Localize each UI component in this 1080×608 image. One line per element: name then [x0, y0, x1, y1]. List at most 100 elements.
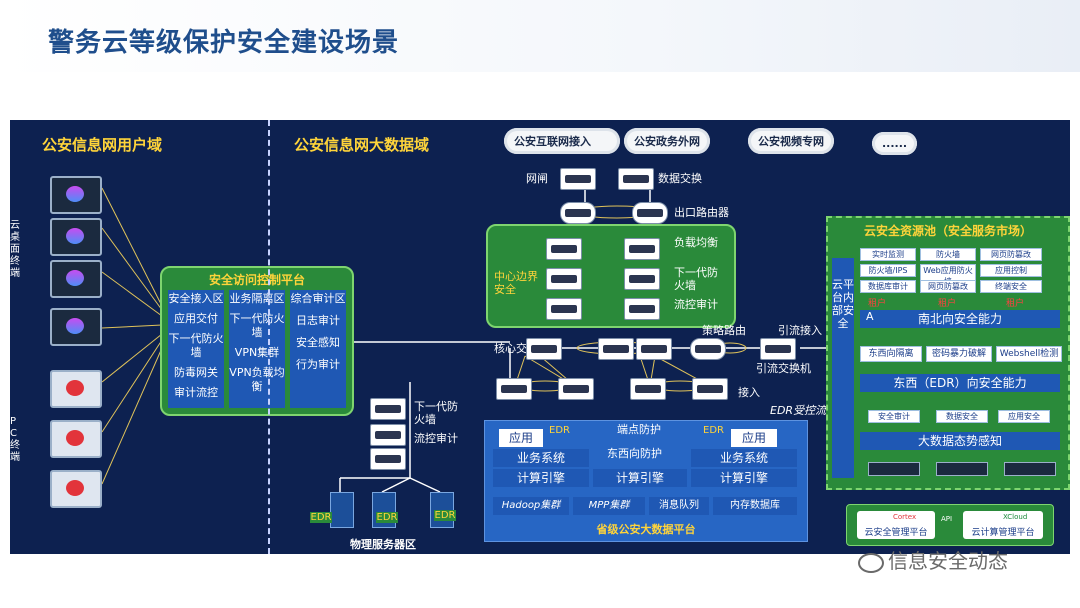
- pc-terminal-label: PC终端: [10, 416, 20, 463]
- cloud-compute-mgmt: XCloud 云计算管理平台: [963, 511, 1043, 539]
- data-exchange-label: 数据交换: [658, 172, 702, 185]
- firewall2-device: [370, 398, 406, 420]
- access-col2-item: VPN负载均衡: [229, 366, 285, 393]
- mpp-block: MPP集群: [573, 497, 645, 515]
- pool-chip: 数据库审计: [860, 280, 916, 293]
- title-bar: [0, 0, 1080, 72]
- cloud-resource-pool: 云安全资源池（安全服务市场） 云平台内部安全 实时监测 防火墙 网页防篡改 防火…: [826, 216, 1070, 490]
- flow-audit2-device: [370, 424, 406, 446]
- business-isolation-zone: 业务隔离区 下一代防火墙 VPN集群 VPN负载均衡: [229, 290, 285, 408]
- exit-router-label: 出口路由器: [674, 206, 729, 219]
- access-col2-item: 下一代防火墙: [229, 312, 285, 339]
- edr-controlled-label: EDR受控流: [770, 404, 827, 417]
- situational-awareness: 大数据态势感知: [860, 432, 1060, 450]
- bigdata-platform: 应用 EDR EDR 应用 端点防护 东西向防护 业务系统 业务系统 计算引擎 …: [484, 420, 808, 542]
- access-switch-device: [630, 378, 666, 400]
- access-col3-item: 安全感知: [296, 336, 340, 349]
- app-block-left: 应用: [499, 429, 543, 447]
- gateway-device: [560, 168, 596, 190]
- load-balancer-device: [546, 238, 582, 260]
- access-col1-item: 下一代防火墙: [168, 332, 224, 359]
- edr-tag: EDR: [434, 510, 456, 521]
- access-col1-item: 应用交付: [174, 312, 218, 325]
- divert-switch-device: [760, 338, 796, 360]
- policy-router-device: [690, 338, 726, 360]
- eastwest-item: 密码暴力破解: [926, 346, 992, 362]
- physical-zone-label: 物理服务器区: [350, 538, 416, 551]
- user-domain-title: 公安信息网用户域: [42, 136, 163, 154]
- divert-switch-label: 引流交换机: [756, 362, 811, 375]
- east-west-security: 东西（EDR）向安全能力: [860, 374, 1060, 392]
- access-switch-device: [496, 378, 532, 400]
- eastwest-bottom-item: 应用安全: [998, 410, 1050, 423]
- access-col3-item: 行为审计: [296, 358, 340, 371]
- pool-chip: 网页防篡改: [980, 248, 1042, 261]
- cloud-desktop-terminal: [50, 218, 102, 256]
- brand-label: XCloud: [1003, 513, 1028, 521]
- hadoop-block: Hadoop集群: [493, 497, 569, 515]
- tenant-tag: A: [866, 310, 874, 323]
- north-south-security: 南北向安全能力: [860, 310, 1060, 328]
- eastwest-protection-label: 东西向防护: [607, 447, 662, 460]
- cloud-more: ......: [872, 132, 918, 155]
- tenant-label: 租户: [938, 299, 957, 309]
- pool-chip: 防火墙: [920, 248, 976, 261]
- server-unit: [1004, 462, 1056, 476]
- engine-middle: 计算引擎: [593, 469, 687, 487]
- divert-in-label: 引流接入: [778, 324, 822, 337]
- physical-server: [330, 492, 354, 528]
- memdb-block: 内存数据库: [713, 497, 797, 515]
- cloud-compute-mgmt-label: 云计算管理平台: [971, 528, 1035, 538]
- access-col1-item: 安全接入区: [168, 292, 224, 305]
- core-switch-device: [598, 338, 634, 360]
- wechat-icon: [858, 552, 884, 573]
- biz-system-left: 业务系统: [493, 449, 589, 467]
- cloud-video-net: 公安视频专网: [748, 128, 834, 154]
- endpoint-protection-label: 端点防护: [617, 423, 661, 436]
- flow-audit-label: 流控审计: [674, 298, 718, 311]
- access-col1-item: 防毒网关: [174, 366, 218, 379]
- cloud-internal-security: 云平台内部安全: [832, 258, 854, 478]
- firewall-device: [624, 268, 660, 290]
- router-device: [632, 202, 668, 224]
- pool-chip: 防火墙/IPS: [860, 264, 916, 277]
- firewall-device: [546, 268, 582, 290]
- access-col3-item: 日志审计: [296, 314, 340, 327]
- flow-audit-device: [546, 298, 582, 320]
- api-label: API: [941, 515, 953, 523]
- access-switch-device: [692, 378, 728, 400]
- core-switch-device: [636, 338, 672, 360]
- management-platforms: Cortex 云安全管理平台 API XCloud 云计算管理平台: [846, 504, 1054, 546]
- gateway-label: 网闸: [526, 172, 548, 185]
- bigdata-domain-title: 公安信息网大数据域: [294, 136, 430, 154]
- center-border-security: 中心边界安全 负载均衡 下一代防火墙 流控审计: [486, 224, 736, 328]
- brand-label: Cortex: [893, 513, 917, 521]
- biz-system-right: 业务系统: [691, 449, 797, 467]
- audit-zone: 综合审计区 日志审计 安全感知 行为审计: [290, 290, 346, 408]
- ngfw-label: 下一代防火墙: [674, 266, 718, 292]
- edr-tag: EDR: [376, 512, 398, 523]
- edr-tag: EDR: [549, 425, 570, 436]
- bigdata-platform-title: 省级公安大数据平台: [596, 523, 696, 536]
- server-unit: [868, 462, 920, 476]
- eastwest-bottom-item: 安全审计: [868, 410, 920, 423]
- mq-block: 消息队列: [649, 497, 709, 515]
- app-block-right: 应用: [731, 429, 777, 447]
- access-col2-item: VPN集群: [234, 346, 280, 359]
- server-unit: [936, 462, 988, 476]
- ngfw2-label: 下一代防火墙: [414, 400, 458, 426]
- load-balance-label: 负载均衡: [674, 236, 718, 249]
- flow-audit2-device: [370, 448, 406, 470]
- center-border-label: 中心边界安全: [494, 270, 538, 296]
- access-platform-title: 安全访问控制平台: [208, 273, 305, 287]
- watermark-text: 信息安全动态: [888, 549, 1008, 573]
- access-col2-item: 业务隔离区: [229, 292, 285, 305]
- pc-terminal: [50, 420, 102, 458]
- flow-audit2-label: 流控审计: [414, 432, 458, 445]
- cloud-gov-extranet: 公安政务外网: [624, 128, 710, 154]
- pc-terminal: [50, 370, 102, 408]
- policy-route-label: 策略路由: [702, 324, 746, 337]
- router-device: [560, 202, 596, 224]
- core-switch-device: [526, 338, 562, 360]
- engine-right: 计算引擎: [691, 469, 797, 487]
